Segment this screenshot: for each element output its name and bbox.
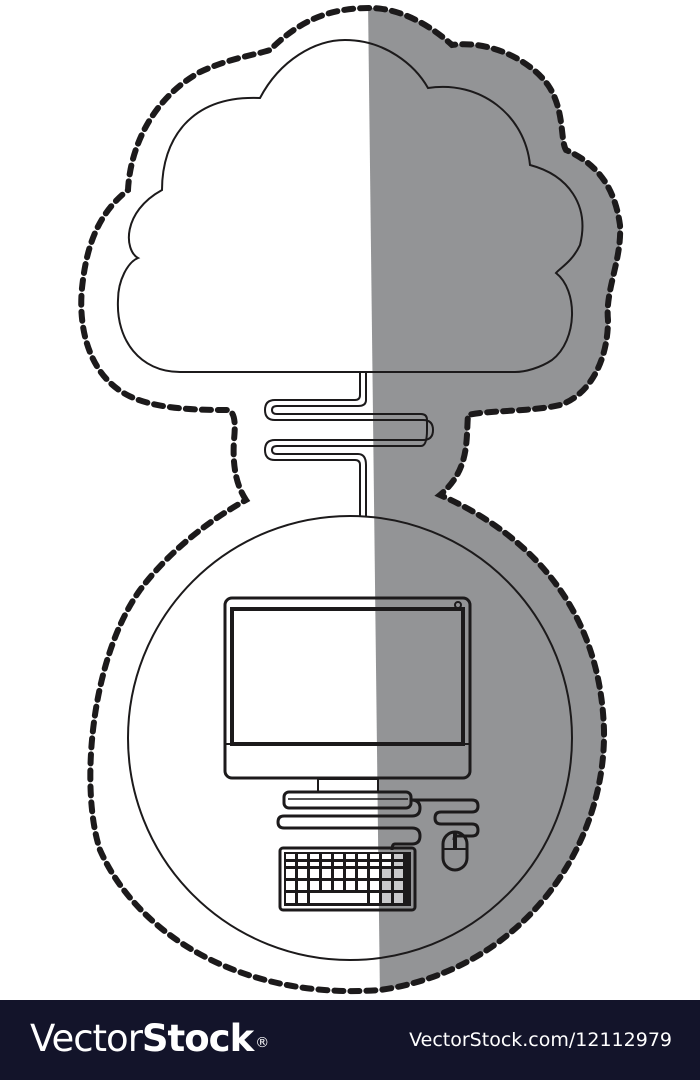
image-url: VectorStock.com/12112979 <box>409 1029 672 1051</box>
watermark-footer: VectorStock® VectorStock.com/12112979 <box>0 1000 700 1080</box>
vectorstock-logo: VectorStock® <box>30 1017 269 1061</box>
shadow-region <box>368 8 621 992</box>
mouse-icon <box>441 830 469 872</box>
circle-frame <box>127 515 573 961</box>
keyboard-icon <box>278 846 417 912</box>
brand-light: Vector <box>30 1017 143 1060</box>
brand-bold: Stock <box>141 1017 254 1060</box>
zigzag-cable <box>263 372 435 516</box>
registered-mark: ® <box>255 1035 269 1051</box>
cloud-icon <box>116 38 584 373</box>
cloud-computer-illustration <box>0 0 700 1000</box>
peripheral-cables <box>276 798 480 851</box>
